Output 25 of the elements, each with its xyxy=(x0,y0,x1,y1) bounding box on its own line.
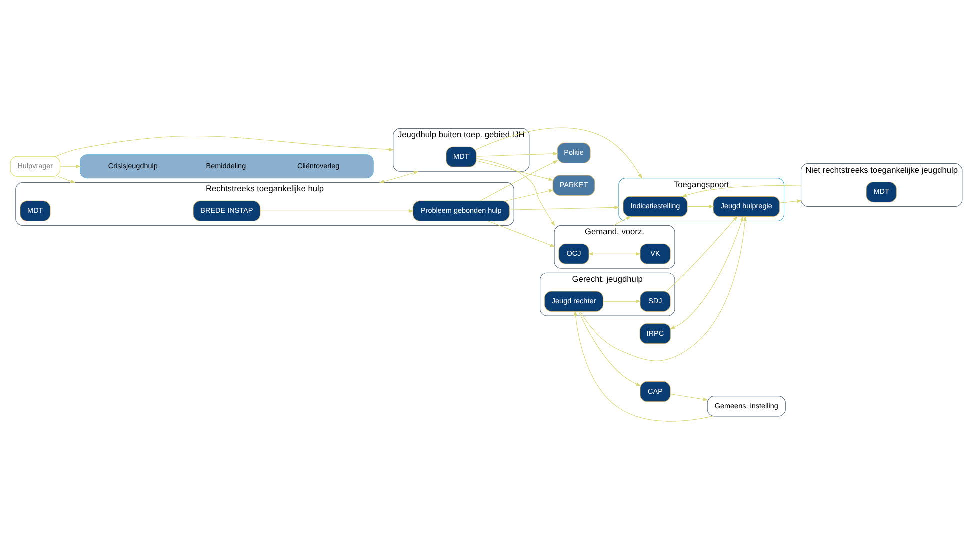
arrow xyxy=(574,310,714,422)
arrow xyxy=(480,160,558,202)
arrow xyxy=(379,171,420,184)
arrow xyxy=(505,189,554,202)
arrow xyxy=(56,136,394,157)
arrow xyxy=(682,186,802,198)
arrow xyxy=(509,206,620,210)
arrow xyxy=(476,128,642,180)
arrow xyxy=(603,300,642,304)
arrow xyxy=(260,209,414,213)
arrow xyxy=(666,216,738,292)
arrow xyxy=(476,160,554,182)
arrow xyxy=(614,216,632,226)
arrow xyxy=(58,176,76,184)
arrow xyxy=(687,205,714,209)
arrow xyxy=(588,252,642,256)
arrow xyxy=(580,216,747,362)
arrow xyxy=(476,152,558,157)
arrow xyxy=(60,164,82,168)
arrow xyxy=(670,216,744,330)
arrow xyxy=(780,200,802,204)
arrow xyxy=(476,158,556,226)
arrow xyxy=(488,221,556,248)
arrow xyxy=(670,394,708,402)
arrow xyxy=(578,311,642,386)
